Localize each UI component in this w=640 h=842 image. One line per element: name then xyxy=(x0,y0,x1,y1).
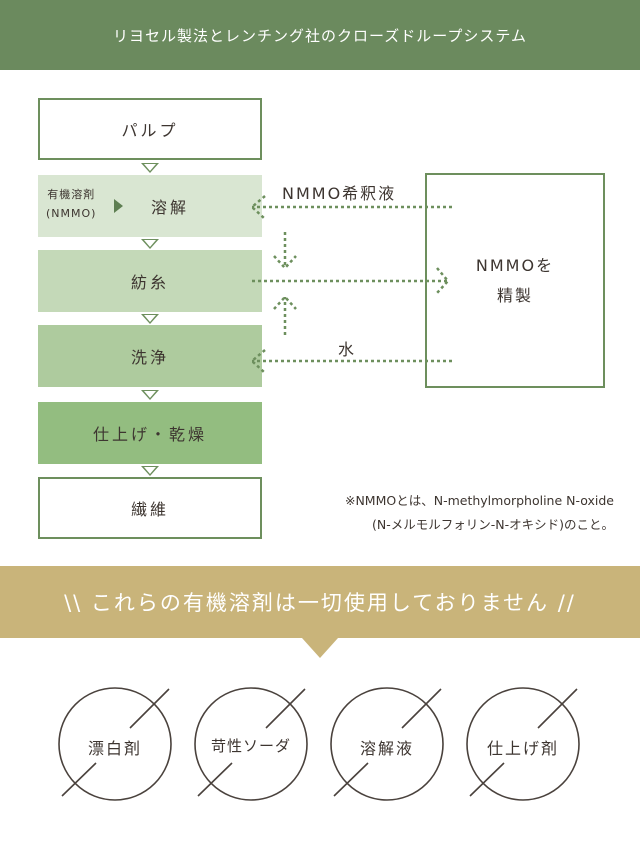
refine-line2: 精製 xyxy=(496,285,533,305)
step-dissolve: 有機溶剤 (NMMO) 溶解 xyxy=(38,175,262,237)
not-used-item: 仕上げ剤 xyxy=(486,739,559,758)
play-arrow-icon xyxy=(114,199,123,213)
down-arrow-icon xyxy=(141,239,159,249)
step-finishing: 仕上げ・乾燥 xyxy=(38,402,262,464)
step-label: 繊維 xyxy=(130,500,169,519)
nmmo-note: ※NMMOとは、N-methylmorpholine N-oxide (N-メル… xyxy=(294,489,614,537)
header-title: リヨセル製法とレンチング社のクローズドループシステム xyxy=(0,0,640,70)
step-spinning: 紡糸 xyxy=(38,250,262,312)
step-label: 洗浄 xyxy=(130,348,169,367)
circle-1 xyxy=(58,687,172,801)
solvent-abbr: (NMMO) xyxy=(46,207,97,220)
step-washing: 洗浄 xyxy=(38,325,262,387)
slash-icon xyxy=(197,688,306,797)
circle-2 xyxy=(194,687,308,801)
circle-4 xyxy=(466,687,580,801)
solvent-name: 有機溶剤 xyxy=(47,188,96,201)
slash-icon xyxy=(333,688,442,797)
solvent-label: 有機溶剤 (NMMO) xyxy=(46,185,96,223)
step-label: 紡糸 xyxy=(130,273,169,292)
circle-3 xyxy=(330,687,444,801)
water-arrow xyxy=(250,349,452,374)
step-pulp: パルプ xyxy=(38,98,262,160)
not-used-item: 漂白剤 xyxy=(87,739,142,758)
down-dotted-arrow xyxy=(273,232,297,270)
slash-icon xyxy=(469,688,578,797)
note-line2: (N-メルモルフォリン-N-オキシド)のこと。 xyxy=(372,517,614,532)
dilute-label: NMMO希釈液 xyxy=(282,184,397,203)
not-used-item: 溶解液 xyxy=(359,739,414,758)
down-arrow-icon xyxy=(141,466,159,476)
slash-icon xyxy=(61,688,170,797)
step-label: 仕上げ・乾燥 xyxy=(92,425,207,444)
banner-text: \\ これらの有機溶剤は一切使用しておりません // xyxy=(0,566,640,638)
note-line1: ※NMMOとは、N-methylmorpholine N-oxide xyxy=(344,493,614,508)
up-dotted-arrow xyxy=(273,295,297,335)
down-arrow-icon xyxy=(141,163,159,173)
step-label: 溶解 xyxy=(150,198,189,217)
down-arrow-icon xyxy=(141,390,159,400)
refine-line1: NMMOを xyxy=(475,255,555,275)
water-label: 水 xyxy=(338,340,357,359)
step-label: パルプ xyxy=(121,121,179,140)
down-arrow-icon xyxy=(141,314,159,324)
step-fiber: 繊維 xyxy=(38,477,262,539)
not-used-item: 苛性ソーダ xyxy=(210,737,291,755)
banner-pointer xyxy=(302,638,338,658)
spin-arrow xyxy=(252,267,450,294)
dilute-arrow xyxy=(250,195,452,220)
